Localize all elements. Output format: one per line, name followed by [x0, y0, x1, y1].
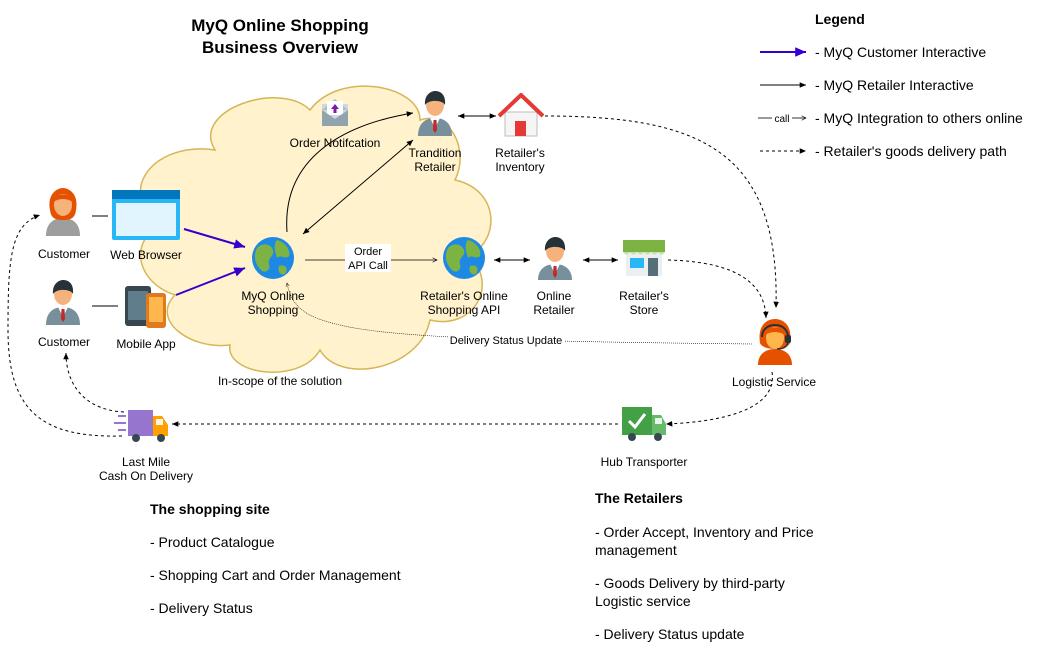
edge-mobile-myq: [175, 267, 246, 296]
retailers-item: - Delivery Status update: [595, 626, 745, 642]
online-retailer-label-1: Online: [537, 289, 572, 303]
legend-item-customer: - MyQ Customer Interactive: [815, 44, 986, 60]
myq-online-label-2: Shopping: [248, 303, 299, 317]
retailer-inventory-house-icon: [497, 93, 545, 137]
edge-logistic-hub: [665, 371, 773, 427]
retailer-store-label-2: Store: [630, 303, 659, 317]
legend-item-retailer: - MyQ Retailer Interactive: [815, 77, 974, 93]
edge-browser-myq: [183, 228, 246, 249]
mobile-app-icon: [125, 286, 166, 328]
edge-label-delivery-status: Delivery Status Update: [450, 335, 563, 347]
myq-globe-icon: [252, 237, 294, 279]
retailers-item: management: [595, 542, 677, 558]
customer-female-icon: [46, 188, 80, 236]
customer-male-icon: [46, 280, 80, 325]
web-browser-label: Web Browser: [110, 248, 182, 262]
shopping-site-item: - Shopping Cart and Order Management: [150, 567, 401, 583]
cloud-caption: In-scope of the solution: [218, 374, 342, 388]
edge-label-api-call: API Call: [348, 260, 388, 272]
retailers-item: - Order Accept, Inventory and Price: [595, 524, 814, 540]
retailer-api-label-2: Shopping API: [428, 303, 501, 317]
mobile-app-label: Mobile App: [116, 337, 176, 351]
logistic-service-agent-icon: [758, 319, 792, 365]
web-browser-icon: [112, 190, 180, 240]
last-mile-label-1: Last Mile: [122, 455, 170, 469]
order-notification-icon: [322, 99, 348, 126]
tradition-retailer-label-2: Retailer: [414, 160, 455, 174]
edge-delivery-status-update: [287, 283, 753, 345]
legend-call-tag: call: [774, 114, 789, 125]
shopping-site-item: - Delivery Status: [150, 600, 253, 616]
diagram-title-line1: MyQ Online Shopping: [191, 16, 369, 35]
tradition-retailer-label-1: Trandition: [409, 146, 462, 160]
retailers-heading: The Retailers: [595, 490, 683, 506]
tradition-retailer-icon: [418, 91, 452, 136]
myq-online-label-1: MyQ Online: [241, 289, 305, 303]
retailer-inventory-label-1: Retailer's: [495, 146, 545, 160]
legend-heading: Legend: [815, 11, 865, 27]
shopping-site-heading: The shopping site: [150, 501, 270, 517]
delivery-status-label-bg: [448, 333, 564, 348]
logistic-service-label: Logistic Service: [732, 375, 816, 389]
retailer-store-label-1: Retailer's: [619, 289, 669, 303]
edge-lastmile-customer1: [7, 214, 123, 437]
retailers-item: Logistic service: [595, 593, 691, 609]
last-mile-label-2: Cash On Delivery: [99, 469, 193, 483]
edge-myq-tradition-retailer: [302, 139, 414, 235]
shopping-site-item: - Product Catalogue: [150, 534, 275, 550]
hub-transporter-truck-icon: [622, 407, 666, 441]
legend-integration-arrow: call: [758, 114, 806, 125]
edge-inventory-logistic: [544, 115, 779, 309]
retailers-item: - Goods Delivery by third-party: [595, 575, 785, 591]
online-retailer-label-2: Retailer: [533, 303, 574, 317]
order-notification-label: Order Notifcation: [290, 136, 381, 150]
last-mile-truck-icon: [114, 410, 168, 442]
retailer-store-icon: [623, 240, 665, 276]
retailer-api-label-1: Retailer's Online: [420, 289, 508, 303]
hub-transporter-label: Hub Transporter: [601, 455, 688, 469]
online-retailer-icon: [538, 237, 572, 280]
customer1-label: Customer: [38, 247, 90, 261]
api-call-label-bg: [345, 244, 391, 272]
edge-lastmile-customer2: [63, 352, 125, 413]
diagram-title-line2: Business Overview: [202, 38, 359, 57]
legend-item-delivery: - Retailer's goods delivery path: [815, 143, 1007, 159]
customer2-label: Customer: [38, 335, 90, 349]
retailer-inventory-label-2: Inventory: [495, 160, 544, 174]
retailer-api-globe-icon: [443, 237, 485, 279]
edge-store-logistic: [667, 259, 769, 319]
edge-label-order: Order: [354, 246, 382, 258]
legend-item-integration: - MyQ Integration to others online: [815, 110, 1023, 126]
